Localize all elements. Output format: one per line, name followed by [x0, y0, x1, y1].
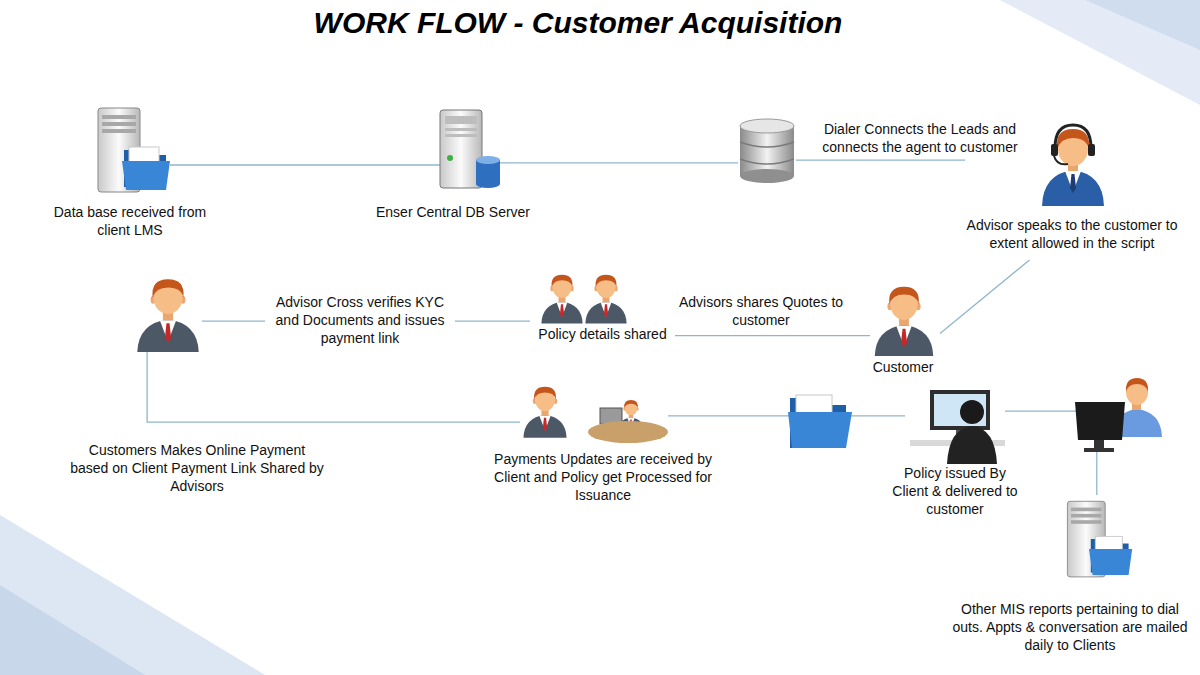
icon-node: Enser Central DB Server	[440, 110, 500, 190]
corner-shard	[1085, 0, 1200, 50]
node-text: Advisor speaks to the customer to extent…	[966, 216, 1178, 252]
payment-icon	[523, 387, 566, 438]
folder-icon	[788, 395, 852, 448]
people-icon	[585, 275, 626, 324]
server-icon	[1067, 501, 1132, 577]
node-caption: Data base received from client LMS	[43, 203, 218, 239]
server-icon	[440, 110, 500, 188]
desk-computer-icon	[947, 426, 997, 464]
computer-user-icon	[1126, 378, 1148, 392]
agent-icon	[1042, 125, 1104, 206]
node-caption: Other MIS reports pertaining to dial out…	[948, 600, 1193, 654]
person-icon	[875, 287, 934, 356]
edge-label: Advisors shares Quotes to customer	[669, 293, 854, 329]
icon-node: Payments Updates are received by Client …	[520, 378, 668, 448]
server-icon	[1067, 501, 1132, 577]
connector-line	[675, 335, 870, 336]
server-icon	[98, 108, 170, 192]
node-text: Data base received from client LMS	[43, 203, 218, 239]
connector-line	[500, 162, 738, 163]
edge-label: Customers Makes Online Payment based on …	[69, 441, 325, 495]
node-caption: Dialer Connects the Leads and connects t…	[813, 120, 1028, 156]
node-text: Policy issued By Client & delivered to c…	[887, 464, 1023, 518]
node-text: Payments Updates are received by Client …	[483, 450, 723, 504]
payment-icon	[588, 421, 668, 443]
computer-user-icon	[1075, 378, 1162, 452]
corner-shard	[0, 585, 145, 675]
node-caption: Policy issued By Client & delivered to c…	[887, 464, 1023, 518]
desk-computer-icon	[910, 390, 1005, 464]
node-text: Customer	[853, 358, 953, 376]
diagram-title: WORK FLOW - Customer Acquisition	[0, 3, 1156, 43]
node-text: Enser Central DB Server	[353, 203, 553, 221]
payment-icon	[523, 387, 668, 443]
node-text: Dialer Connects the Leads and connects t…	[813, 120, 1028, 156]
node-caption: Policy details shared	[530, 325, 675, 343]
desk-computer-icon	[934, 394, 986, 426]
server-icon	[440, 110, 500, 188]
connector-line	[796, 160, 965, 161]
icon-node: Dialer Connects the Leads and connects t…	[738, 118, 796, 182]
person-icon	[137, 279, 199, 352]
node-text: Advisor Cross verifies KYC and Documents…	[265, 293, 455, 347]
agent-icon	[1042, 125, 1104, 206]
connector-line	[147, 352, 520, 422]
icon-node: Policy details shared	[530, 268, 675, 345]
node-text: Policy details shared	[530, 325, 675, 343]
computer-user-icon	[1094, 440, 1104, 448]
connector-line	[668, 415, 905, 416]
node-caption: Advisor speaks to the customer to extent…	[966, 216, 1178, 252]
corner-shard	[1000, 0, 1200, 105]
person-icon	[875, 287, 934, 356]
icon-node: Data base received from client LMS	[95, 108, 170, 195]
desk-computer-icon	[930, 390, 990, 430]
node-text: Other MIS reports pertaining to dial out…	[948, 600, 1193, 654]
icon-node: Other MIS reports pertaining to dial out…	[1065, 495, 1130, 590]
computer-user-icon	[1126, 379, 1148, 405]
corner-shard	[0, 515, 265, 675]
icon-node: Advisor speaks to the customer to extent…	[965, 115, 1180, 260]
node-caption: Payments Updates are received by Client …	[483, 450, 723, 504]
node-caption: Advisor Cross verifies KYC and Documents…	[265, 293, 455, 347]
server-icon	[98, 108, 170, 192]
connector-line	[940, 260, 1030, 334]
connector-line	[170, 164, 440, 165]
person-icon	[137, 279, 199, 352]
node-caption: Customer	[853, 358, 953, 376]
computer-user-icon	[1084, 448, 1114, 452]
node-caption: Enser Central DB Server	[353, 203, 553, 221]
icon-node: Customer	[870, 278, 940, 352]
folder-icon	[788, 412, 852, 448]
icon-node: Policy issued By Client & delivered to c…	[905, 385, 1005, 462]
people-icon	[541, 275, 626, 324]
icon-node: Advisor Cross verifies KYC and Documents…	[135, 270, 202, 352]
database-icon	[740, 119, 794, 183]
people-icon	[541, 275, 582, 324]
computer-user-icon	[1075, 402, 1125, 440]
database-icon	[740, 119, 794, 183]
desk-computer-icon	[960, 400, 984, 424]
